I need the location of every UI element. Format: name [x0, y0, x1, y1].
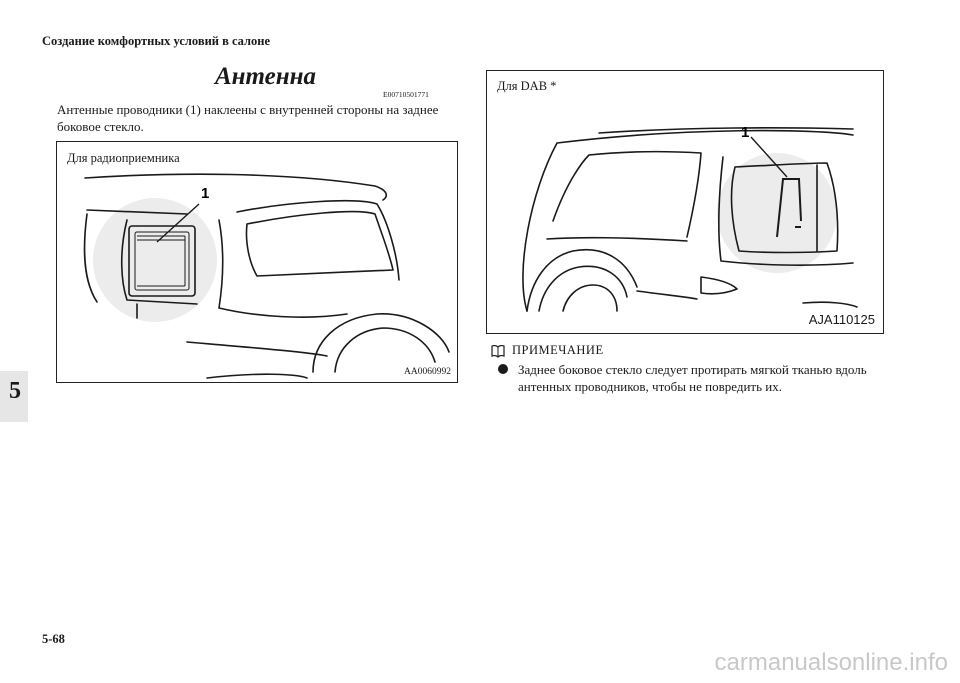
- figure-callout-1: 1: [741, 124, 749, 141]
- article-code: E00710501771: [383, 90, 429, 99]
- figure-radio-antenna: 1 Для радиоприемника AA0060992: [56, 141, 458, 383]
- note-item: Заднее боковое стекло следует протирать …: [518, 362, 867, 394]
- chapter-tab: [0, 371, 28, 422]
- figure-code: AA0060992: [404, 367, 451, 377]
- car-rear-illustration-radio: 1: [83, 173, 450, 379]
- figure-code: AJA110125: [808, 312, 875, 327]
- car-rear-illustration-dab: 1: [522, 124, 858, 312]
- page-number: 5-68: [42, 632, 65, 646]
- article-heading: Антенна: [215, 63, 317, 90]
- watermark: carmanualsonline.info: [714, 649, 948, 676]
- bullet-icon: [498, 364, 508, 374]
- chapter-number: 5: [9, 378, 21, 404]
- note-icon: [491, 344, 505, 358]
- note-label: ПРИМЕЧАНИЕ: [512, 343, 604, 357]
- section-title: Создание комфортных условий в салоне: [42, 34, 271, 48]
- figure-caption: Для DAB *: [497, 79, 557, 93]
- article-paragraph: Антенные проводники (1) наклеены с внутр…: [57, 102, 439, 134]
- figure-caption: Для радиоприемника: [67, 151, 180, 165]
- figure-callout-1: 1: [201, 185, 209, 202]
- figure-dab-antenna: 1 Для DAB * AJA110125: [486, 70, 884, 334]
